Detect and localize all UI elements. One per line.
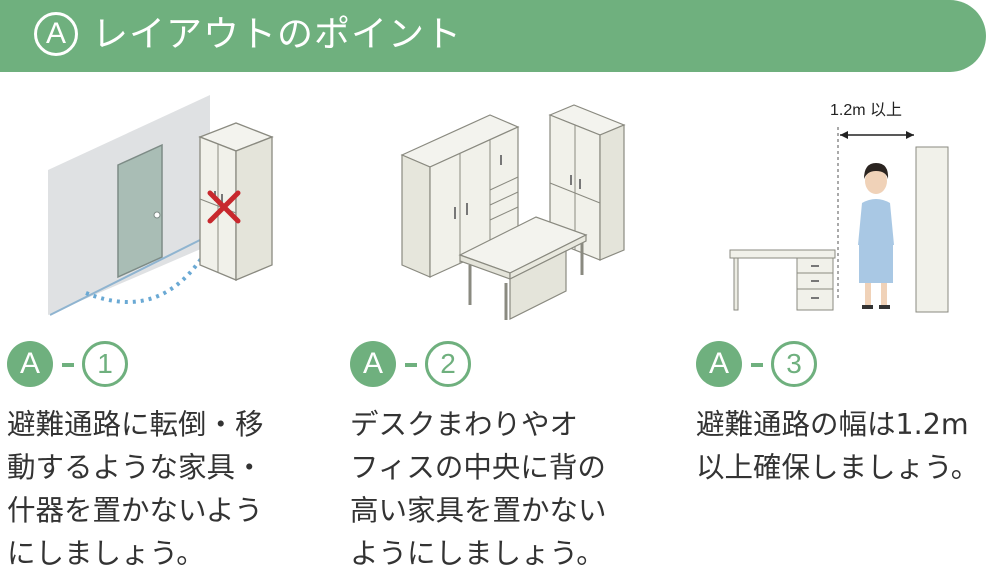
label-dash xyxy=(405,363,417,367)
door xyxy=(117,143,163,279)
point-description-2: デスクまわりやオ フィスの中央に背の 高い家具を置かない ようにしましょう。 xyxy=(350,408,607,570)
illustration-cabinets-desk xyxy=(400,104,626,320)
illustration-passage-width: 1.2m 以上 xyxy=(729,101,949,313)
label-dash xyxy=(62,363,74,367)
label-dash xyxy=(751,363,763,367)
point-description-3: 避難通路の幅は1.2m 以上確保しましょう。 xyxy=(696,408,980,484)
cabinet-side xyxy=(235,136,273,281)
point-number: 3 xyxy=(771,341,817,387)
point-letter: A xyxy=(7,341,53,387)
point-letter: A xyxy=(350,341,396,387)
header-badge: A xyxy=(34,12,78,56)
point-description-1: 避難通路に転倒・移 動するような家具・ 什器を置かないよう にしましょう。 xyxy=(7,408,264,570)
header-banner: A レイアウトのポイント xyxy=(0,0,986,72)
person-icon xyxy=(858,163,894,309)
illustration-door-cabinet xyxy=(48,95,274,316)
page-title: レイアウトのポイント xyxy=(92,14,463,55)
point-letter: A xyxy=(696,341,742,387)
desk xyxy=(729,249,836,259)
point-number: 1 xyxy=(82,341,128,387)
door-knob-icon xyxy=(153,211,161,219)
point-number: 2 xyxy=(425,341,471,387)
tall-cabinet xyxy=(915,146,949,313)
door-swing-arc xyxy=(85,251,207,304)
width-label: 1.2m 以上 xyxy=(830,101,902,119)
